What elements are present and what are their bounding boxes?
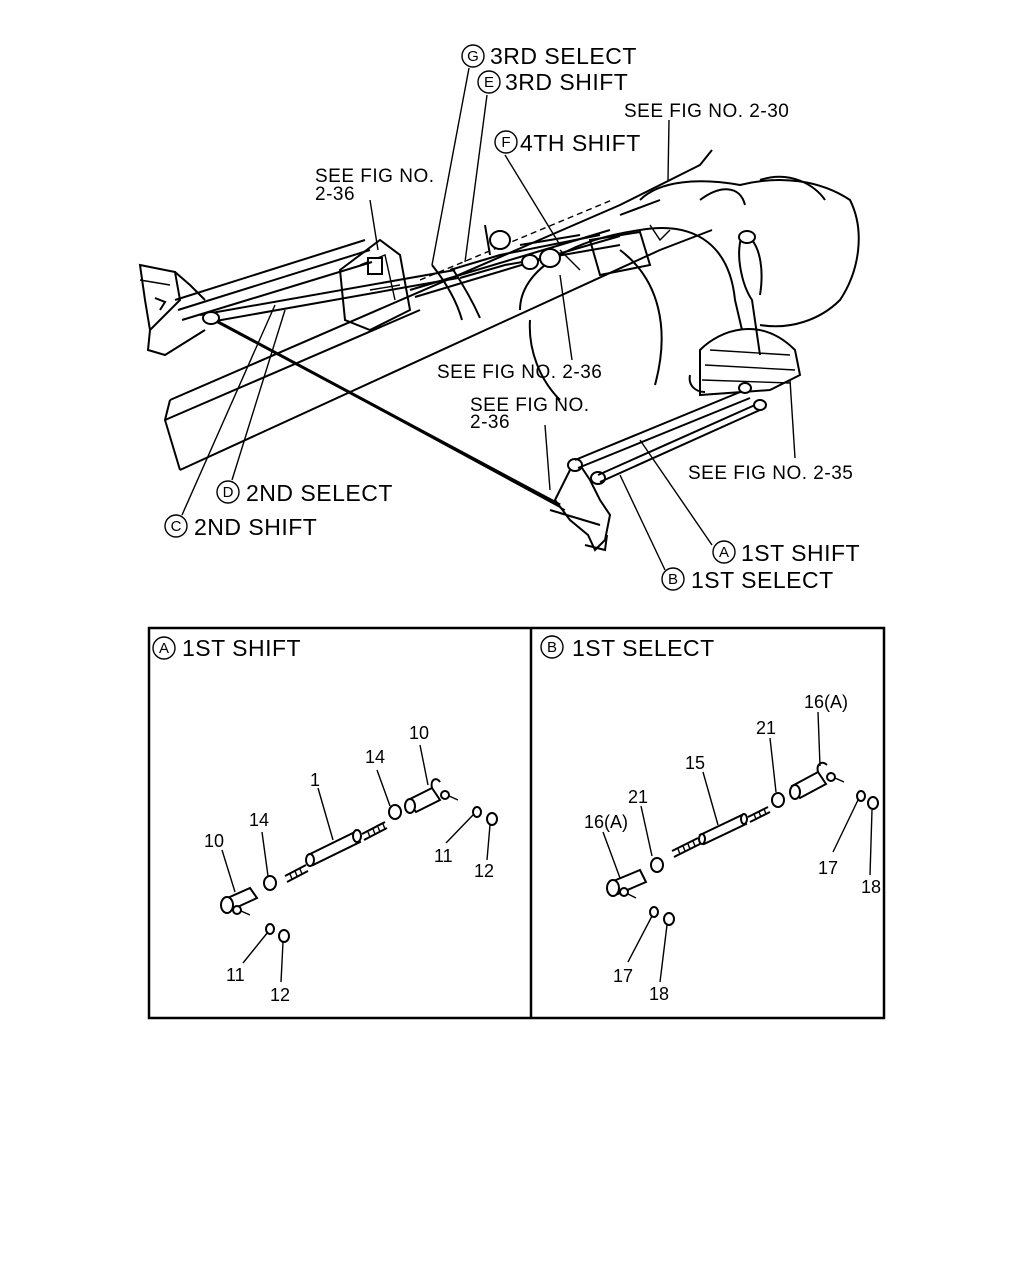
nut-12-right — [486, 812, 498, 826]
frame-rail — [163, 149, 713, 471]
lower-bracket — [549, 458, 612, 552]
ref-fig-2-36-mid: SEE FIG NO. 2-36 — [437, 362, 602, 383]
nut-21-right — [771, 792, 785, 808]
part-number-1: 1 — [310, 770, 320, 790]
ref-fig-2-30: SEE FIG NO. 2-30 — [624, 101, 789, 122]
part-number-16a-right: 16(A) — [804, 692, 848, 712]
washer-11-right — [472, 806, 482, 818]
part-number-17-left: 17 — [613, 966, 633, 986]
panel-a-title-text: 1ST SHIFT — [182, 635, 301, 661]
callout-e-letter: E — [484, 74, 494, 91]
rod-1 — [284, 821, 388, 883]
callout-f-text: 4TH SHIFT — [520, 130, 641, 156]
part-number-16a-left: 16(A) — [584, 812, 628, 832]
part-number-12-left: 12 — [270, 985, 290, 1005]
callout-a-letter: A — [719, 544, 729, 561]
ball-joint-10-right — [404, 778, 459, 814]
washer-17-right — [856, 790, 866, 802]
ref-fig-2-36-lower-line1: SEE FIG NO. — [470, 395, 590, 416]
callout-g: G 3RD SELECT — [461, 43, 637, 69]
rod-15 — [671, 806, 771, 858]
callout-f-letter: F — [501, 134, 510, 151]
callout-d-letter: D — [223, 484, 234, 501]
part-number-12-right: 12 — [474, 861, 494, 881]
part-number-18-left: 18 — [649, 984, 669, 1004]
panel-b-1st-select: B 1ST SELECT — [540, 635, 881, 1004]
nut-21-left — [650, 857, 664, 873]
callout-d: D 2ND SELECT — [216, 480, 393, 506]
ref-fig-2-35: SEE FIG NO. 2-35 — [688, 463, 853, 484]
ref-fig-2-36-left-line2: 2-36 — [315, 184, 355, 205]
detail-panels-frame — [147, 626, 886, 1020]
callout-c-text: 2ND SHIFT — [194, 514, 317, 540]
part-number-15: 15 — [685, 753, 705, 773]
ball-joint-16a-left — [606, 868, 648, 899]
callout-d-text: 2ND SELECT — [246, 480, 393, 506]
part-number-17-right: 17 — [818, 858, 838, 878]
transmission-housing — [519, 175, 860, 401]
panel-b-letter: B — [547, 639, 557, 656]
part-number-21-left: 21 — [628, 787, 648, 807]
callout-c: C 2ND SHIFT — [164, 514, 317, 540]
left-bracket — [138, 263, 206, 357]
overview-illustration: G 3RD SELECT E 3RD SHIFT F 4TH SHIFT D 2… — [138, 43, 860, 593]
callout-c-letter: C — [171, 518, 182, 535]
panel-b-title-text: 1ST SELECT — [572, 635, 715, 661]
part-number-18-right: 18 — [861, 877, 881, 897]
washer-11-left — [265, 923, 275, 935]
callout-b-letter: B — [668, 571, 678, 588]
nut-18-left — [663, 912, 675, 926]
callout-a-text: 1ST SHIFT — [741, 540, 860, 566]
panel-a-1st-shift: A 1ST SHIFT — [152, 635, 498, 1005]
callout-b: B 1ST SELECT — [661, 567, 834, 593]
part-number-14-left: 14 — [249, 810, 269, 830]
part-number-10-right: 10 — [409, 723, 429, 743]
first-shift-select-rods — [574, 382, 767, 483]
nut-14-left — [263, 875, 277, 891]
ball-joint-16a-right — [789, 761, 845, 800]
panel-a-letter: A — [159, 640, 169, 657]
cross-shaft — [202, 311, 566, 511]
washer-17-left — [649, 906, 659, 918]
nut-14-right — [388, 804, 402, 820]
part-number-10-left: 10 — [204, 831, 224, 851]
nut-12-left — [278, 929, 290, 943]
ref-fig-2-36-left-line1: SEE FIG NO. — [315, 166, 435, 187]
ref-fig-2-36-lower-line2: 2-36 — [470, 412, 510, 433]
part-number-11-right: 11 — [434, 846, 453, 866]
callout-b-text: 1ST SELECT — [691, 567, 834, 593]
ball-joint-10-left — [220, 886, 259, 916]
shift-rods — [174, 224, 621, 323]
panel-a-title: A 1ST SHIFT — [152, 635, 301, 661]
panel-b-title: B 1ST SELECT — [540, 635, 715, 661]
part-number-21-right: 21 — [756, 718, 776, 738]
callout-e: E 3RD SHIFT — [477, 69, 628, 95]
part-number-14-right: 14 — [365, 747, 385, 767]
callout-f: F 4TH SHIFT — [494, 130, 641, 156]
center-bracket — [338, 238, 412, 332]
callout-g-letter: G — [467, 48, 479, 65]
overview-leaders — [181, 67, 796, 571]
part-number-11-left: 11 — [226, 965, 245, 985]
callout-a: A 1ST SHIFT — [712, 540, 860, 566]
nut-18-right — [867, 796, 879, 810]
callout-g-text: 3RD SELECT — [490, 43, 637, 69]
callout-e-text: 3RD SHIFT — [505, 69, 628, 95]
